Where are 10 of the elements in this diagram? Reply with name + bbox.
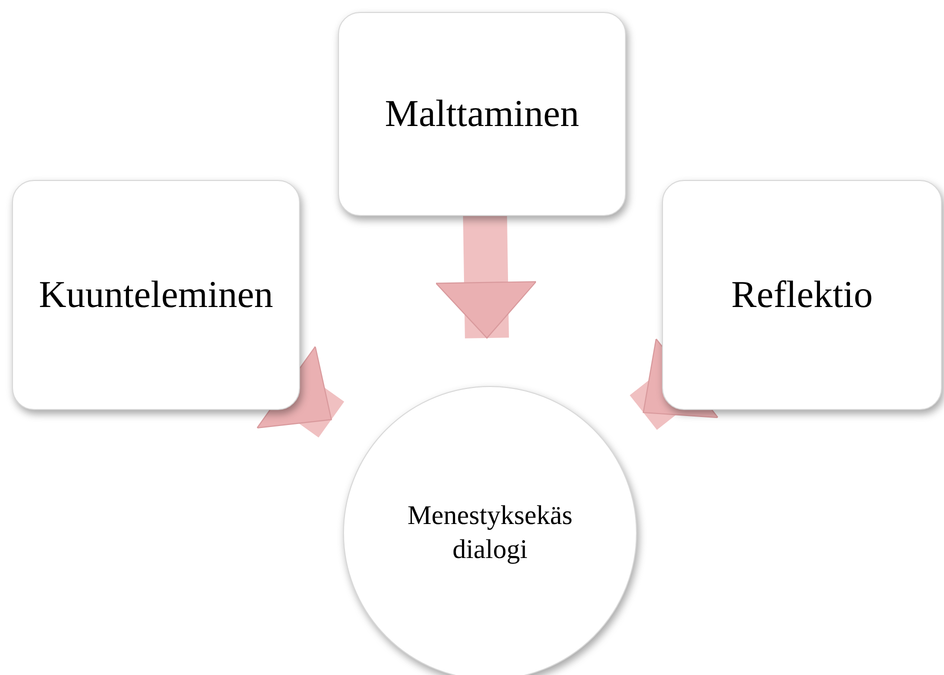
- node-label: Reflektio: [731, 273, 873, 317]
- concept-box: [662, 180, 942, 410]
- concept-box: [338, 12, 626, 216]
- concept-box: [12, 180, 300, 410]
- block-arrow: [436, 214, 537, 339]
- node-label: Kuunteleminen: [38, 273, 274, 317]
- node-label: Malttaminen: [384, 92, 580, 136]
- node-label: Menestyksekäs dialogi: [406, 499, 574, 566]
- block-arrow: [630, 338, 718, 430]
- block-arrow: [256, 346, 344, 438]
